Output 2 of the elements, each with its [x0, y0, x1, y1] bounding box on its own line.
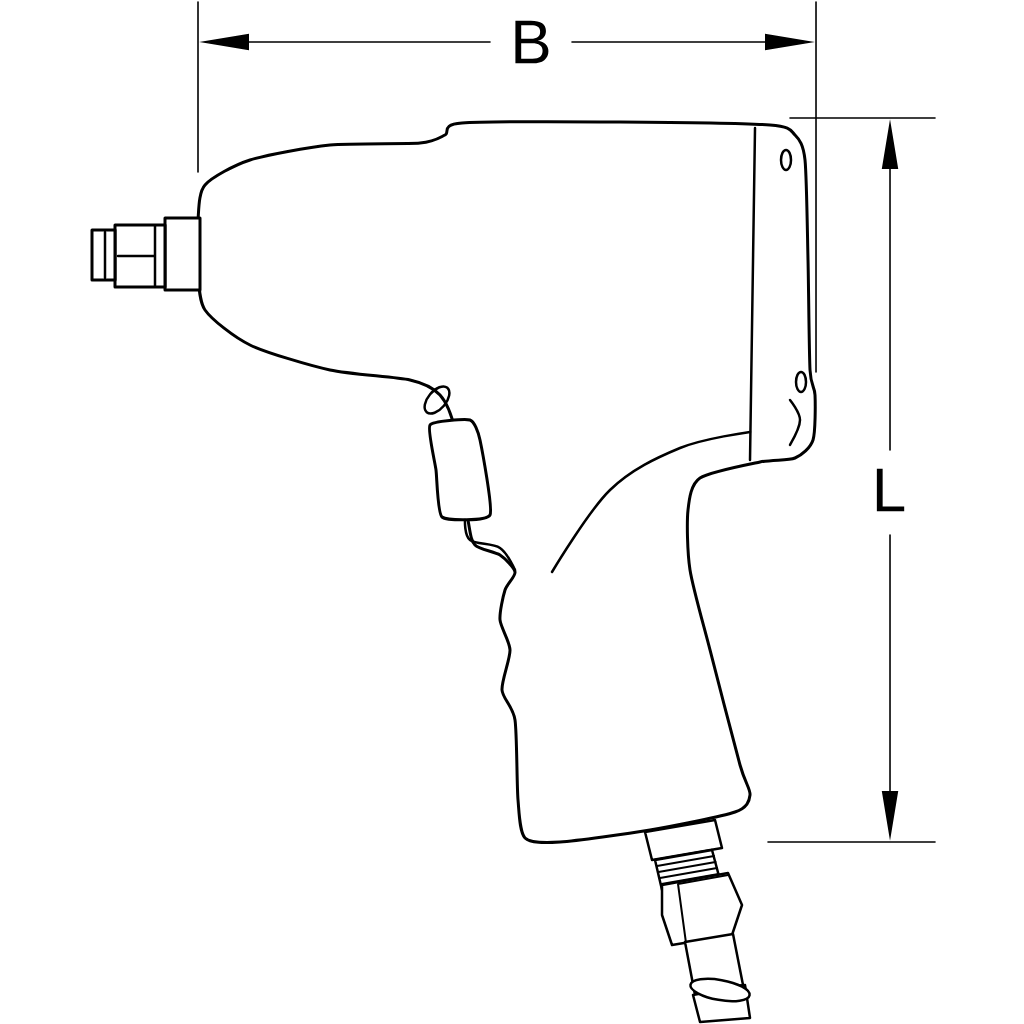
dimension-label: L — [876, 468, 905, 512]
dimension-label: B — [515, 20, 549, 64]
